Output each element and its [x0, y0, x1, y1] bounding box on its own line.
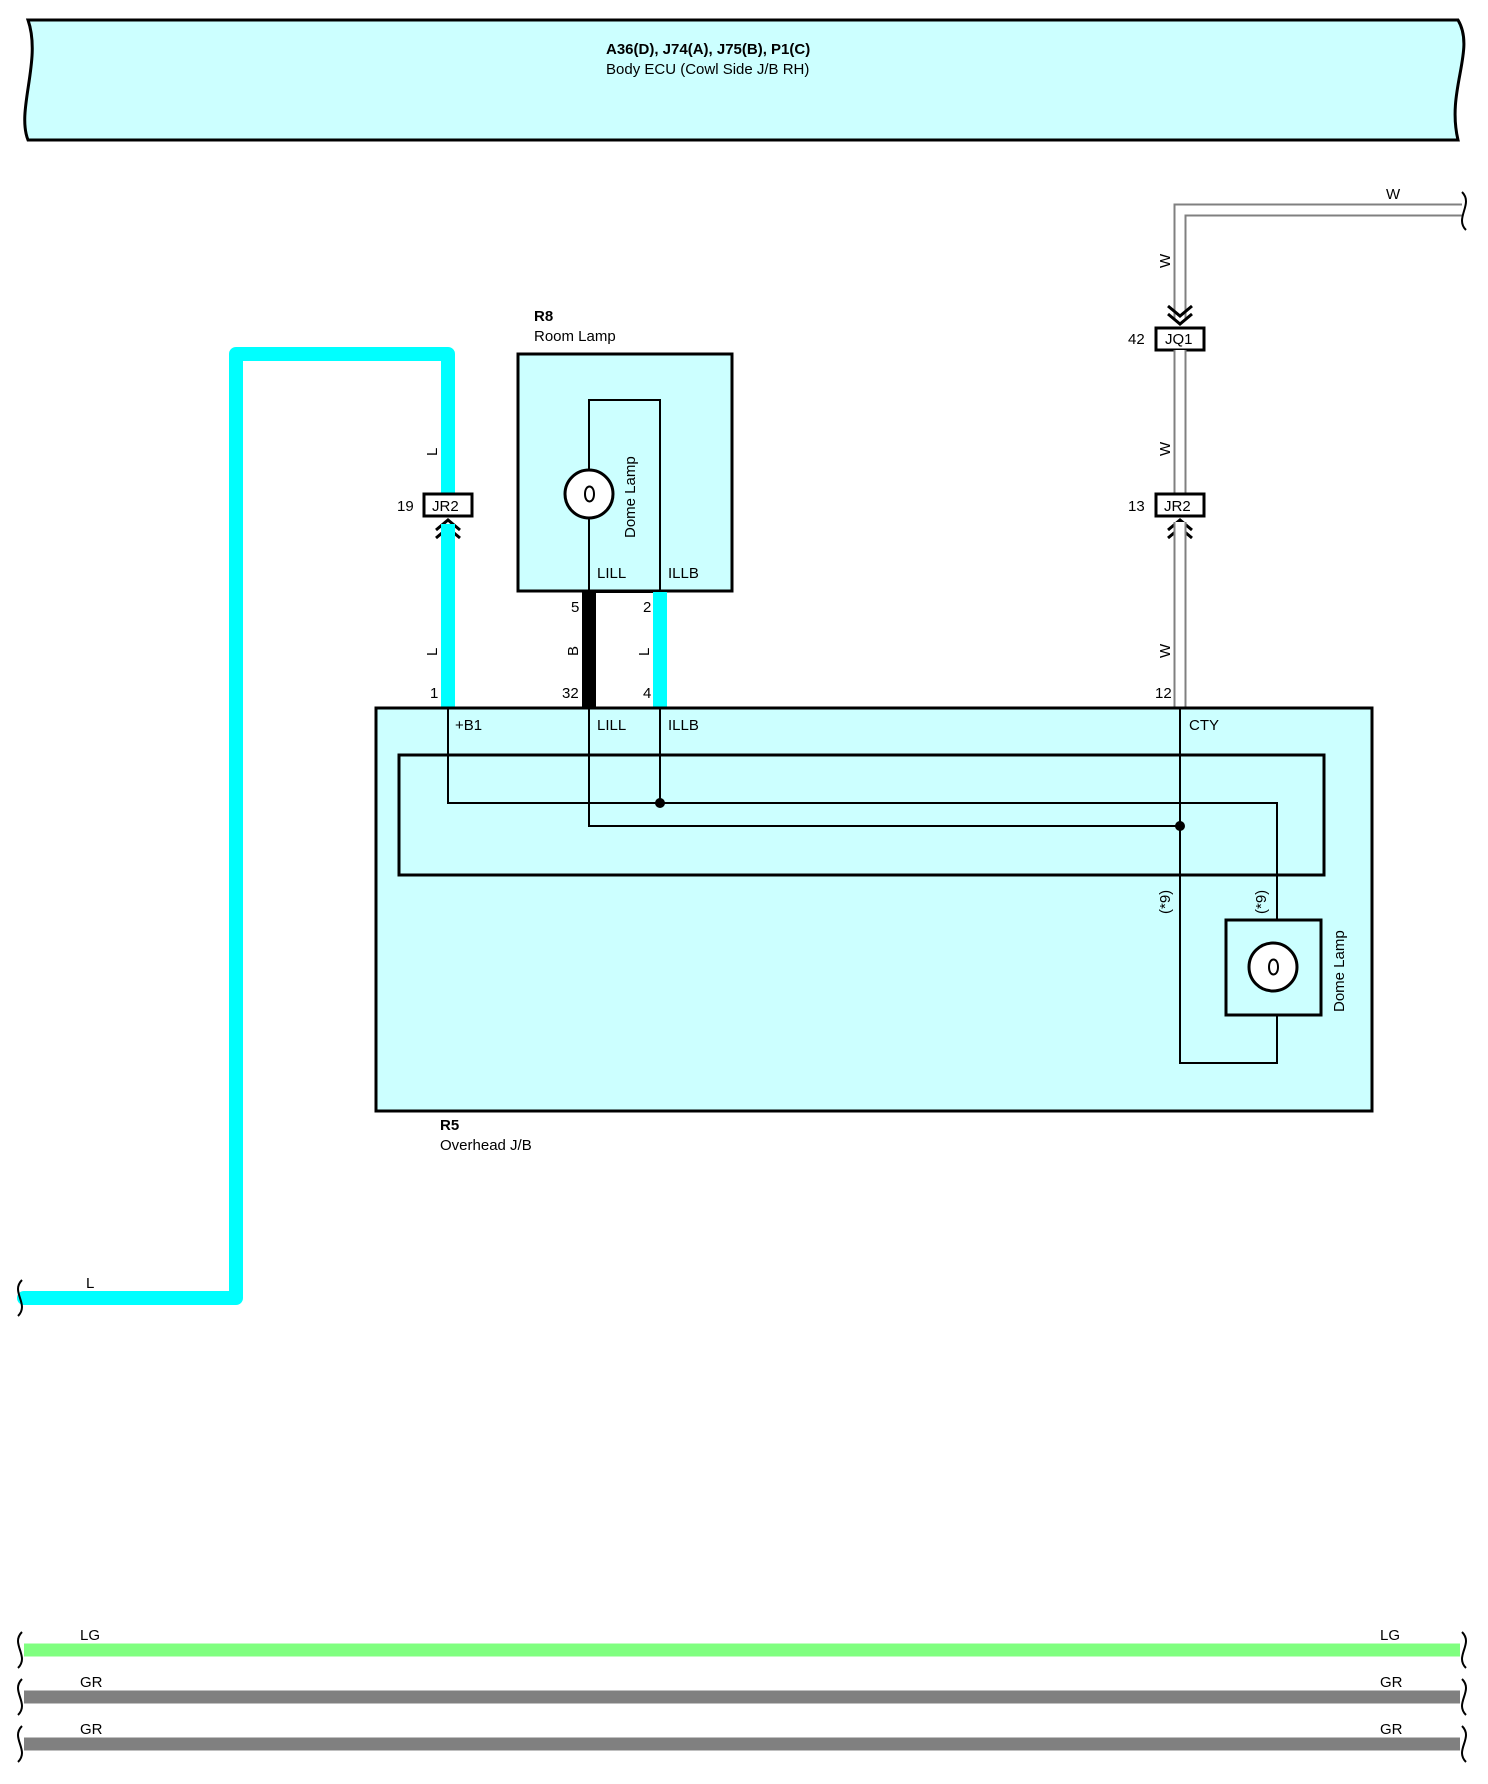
wire-l-to-b1: L — [424, 524, 455, 708]
wire-color-gr-2-right: GR — [1380, 1721, 1403, 1738]
jb-dome-lamp-label: Dome Lamp — [1331, 930, 1348, 1012]
jr2-right-pin: 13 — [1128, 498, 1145, 515]
overhead-jb-name: Overhead J/B — [440, 1137, 532, 1154]
wire-break-symbol — [1461, 191, 1467, 231]
jb-pin-lill-label: LILL — [597, 717, 626, 734]
jq1-connector: JQ1 42 — [1128, 326, 1206, 352]
body-ecu-box — [23, 18, 1466, 142]
room-lamp-code: R8 — [534, 308, 553, 325]
jb-pin-illb-label: ILLB — [668, 717, 699, 734]
wire-color-w-vertical-2: W — [1157, 441, 1174, 456]
jb-pin-lill-no: 32 — [562, 685, 579, 702]
room-lamp: R8 Room Lamp Dome Lamp LILL ILLB — [516, 308, 734, 593]
wire-break-symbol — [17, 1279, 23, 1317]
overhead-jb-inner-frame — [397, 753, 1326, 877]
wire-color-gr-2-left: GR — [80, 1721, 103, 1738]
wire-break-symbol — [1461, 1678, 1467, 1716]
overhead-jb-code: R5 — [440, 1117, 459, 1134]
jr2-left-connector: JR2 19 — [397, 492, 474, 540]
wire-color-b: B — [565, 646, 582, 656]
wire-color-l-illb: L — [636, 648, 653, 656]
bulb-icon — [1247, 941, 1299, 993]
wire-gr-1: GR GR — [17, 1674, 1467, 1716]
jb-pin-cty-label: CTY — [1189, 717, 1219, 734]
jb-pin-cty-no: 12 — [1155, 685, 1172, 702]
room-lamp-pin-illb: ILLB — [668, 565, 699, 582]
jr2-left-pin: 19 — [397, 498, 414, 515]
wire-break-symbol — [17, 1725, 23, 1763]
jb-note-right: (*9) — [1253, 890, 1270, 914]
jr2-left-code: JR2 — [432, 498, 459, 515]
bulb-icon — [563, 468, 615, 520]
wire-color-gr-1-right: GR — [1380, 1674, 1403, 1691]
wire-w-top: W W — [1157, 186, 1467, 320]
wire-color-l-vertical-2: L — [424, 648, 441, 656]
wire-color-w-top: W — [1386, 186, 1401, 203]
jr2-right-connector: JR2 13 — [1128, 492, 1206, 540]
wire-lg: LG LG — [17, 1627, 1467, 1669]
wire-break-symbol — [1461, 1631, 1467, 1669]
overhead-jb: 1 32 4 12 +B1 LILL ILLB CTY (*9) (*9) Do… — [374, 685, 1374, 1154]
jb-pin-b1-no: 1 — [430, 685, 438, 702]
jr2-right-code: JR2 — [1164, 498, 1191, 515]
wire-break-symbol — [1461, 1725, 1467, 1763]
wire-l-illb: 2 L — [636, 592, 667, 708]
overhead-jb-box — [374, 706, 1374, 1113]
wire-break-symbol — [17, 1631, 23, 1669]
wire-color-w-vertical-3: W — [1157, 643, 1174, 658]
wire-break-symbol — [17, 1678, 23, 1716]
jq1-code: JQ1 — [1165, 331, 1193, 348]
room-lamp-name: Room Lamp — [534, 328, 616, 345]
wire-color-l-bottom: L — [86, 1275, 94, 1292]
body-ecu-connectors: A36(D), J74(A), J75(B), P1(C) — [606, 41, 810, 58]
wire-w-bottom: W — [1157, 522, 1187, 708]
room-lamp-pin-lill: LILL — [597, 565, 626, 582]
wire-gr-2: GR GR — [17, 1721, 1467, 1763]
jq1-arrows — [1167, 304, 1193, 326]
wire-b: 5 B — [565, 592, 596, 708]
room-lamp-bulb-label: Dome Lamp — [622, 456, 639, 538]
room-lamp-pin-lill-no: 5 — [571, 599, 579, 616]
junction-dot — [1175, 821, 1185, 831]
wire-l-left: L L — [17, 347, 455, 1317]
jb-note-left: (*9) — [1157, 890, 1174, 914]
wire-w-mid: W — [1157, 350, 1187, 494]
jq1-pin: 42 — [1128, 331, 1145, 348]
jb-pin-b1-label: +B1 — [455, 717, 482, 734]
room-lamp-pin-illb-no: 2 — [643, 599, 651, 616]
body-ecu: A36(D), J74(A), J75(B), P1(C) Body ECU (… — [23, 18, 1466, 142]
wire-color-w-vertical-1: W — [1157, 253, 1174, 268]
wire-color-lg-right: LG — [1380, 1627, 1400, 1644]
body-ecu-name: Body ECU (Cowl Side J/B RH) — [606, 61, 809, 78]
wire-color-gr-1-left: GR — [80, 1674, 103, 1691]
junction-dot — [655, 798, 665, 808]
jb-pin-illb-no: 4 — [643, 685, 651, 702]
wire-color-lg-left: LG — [80, 1627, 100, 1644]
wire-color-l-vertical-1: L — [424, 448, 441, 456]
